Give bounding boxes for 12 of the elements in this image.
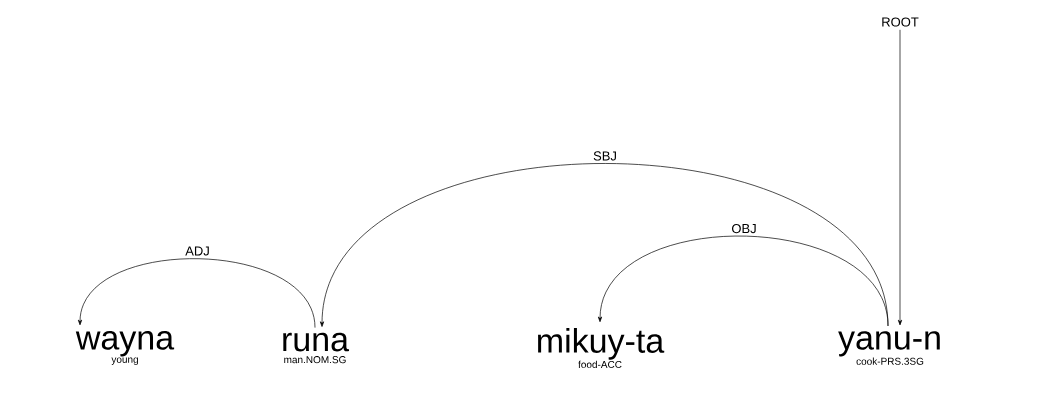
arrow — [77, 258, 316, 328]
arrow — [319, 163, 889, 327]
edge-label: OBJ — [730, 222, 758, 235]
word-gloss: mikuy-ta food-ACC — [538, 328, 665, 368]
root-label: ROOT — [882, 17, 919, 27]
edge-label: SBJ — [592, 150, 618, 162]
word-gloss: wayna young — [75, 331, 175, 365]
word-gloss: yanu-n cook-PRS.3SG — [838, 331, 940, 365]
word-gloss: runa man.NOM.SG — [283, 332, 349, 364]
edge-label: ADJ — [184, 245, 211, 257]
arrow — [897, 29, 903, 326]
arrow — [597, 235, 889, 327]
